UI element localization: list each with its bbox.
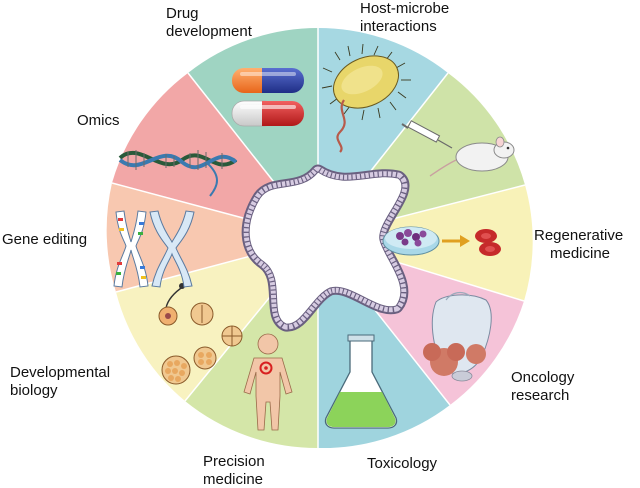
label-precision-medicine: Precision medicine xyxy=(203,453,269,488)
chromosome-icon xyxy=(113,210,195,288)
human-body-icon xyxy=(243,333,293,431)
embryo-cells-icon xyxy=(158,283,243,385)
bacterium-icon xyxy=(321,43,411,153)
label-omics: Omics xyxy=(77,112,120,129)
label-oncology-research: Oncology research xyxy=(511,369,579,404)
label-gene-editing: Gene editing xyxy=(2,231,87,248)
label-host-microbe-interactions: Host-microbe interactions xyxy=(360,0,453,35)
flask-icon xyxy=(324,334,398,429)
label-developmental-biology: Developmental biology xyxy=(10,364,114,399)
petri-dish-icon xyxy=(382,226,501,256)
label-regenerative-medicine: Regenerative medicine xyxy=(534,227,627,262)
capsule-icon xyxy=(231,68,304,127)
central-epithelium-star xyxy=(241,164,410,332)
organ-tumor-icon xyxy=(423,291,492,382)
label-toxicology: Toxicology xyxy=(367,455,438,472)
dna-helix-icon xyxy=(118,150,238,197)
mouse-syringe-icon xyxy=(401,120,515,177)
label-drug-development: Drug development xyxy=(166,5,253,40)
